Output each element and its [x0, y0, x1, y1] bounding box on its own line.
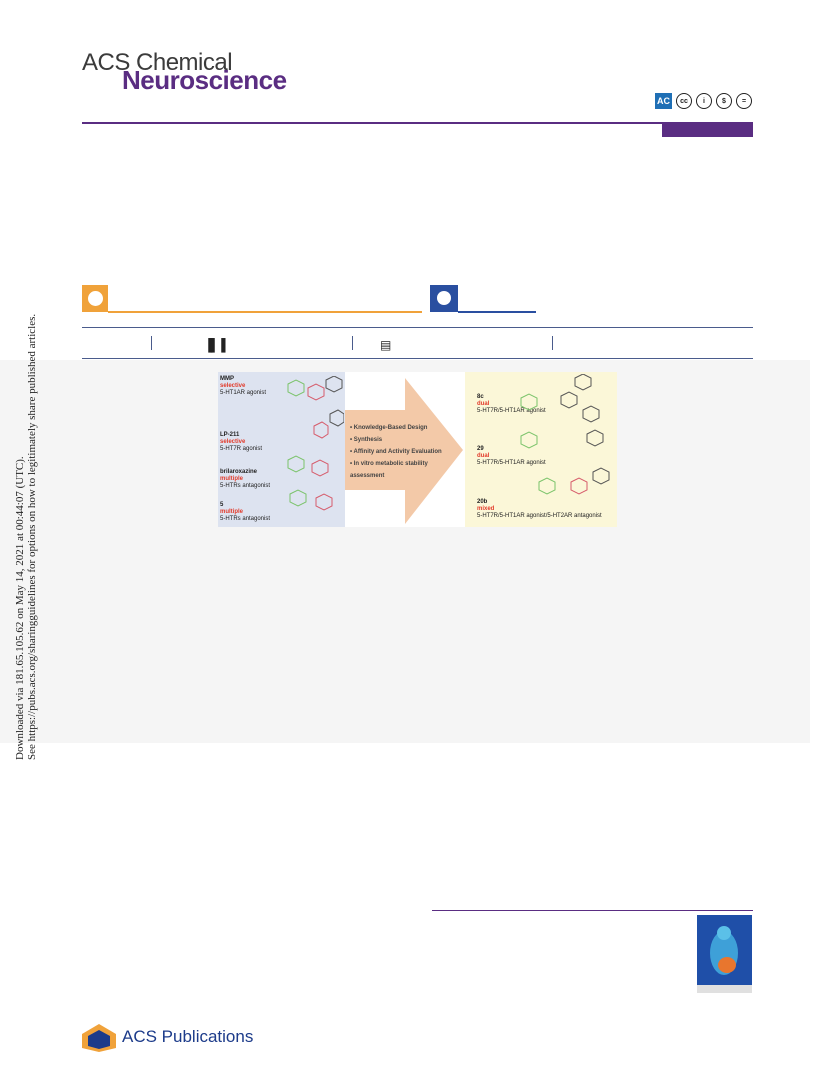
toc-compound: brilaroxazine multiple 5-HTRs antagonist	[220, 469, 271, 489]
journal-logo-line2: Neuroscience	[122, 65, 287, 95]
metrics-rule-top	[82, 327, 753, 328]
by-icon[interactable]: i	[696, 93, 712, 109]
toc-compound: 29 dual 5-HT7R/5-HT1AR agonist	[477, 446, 546, 466]
author-choice-icon[interactable]: AC	[655, 93, 672, 109]
bar-chart-icon[interactable]: ▐▌▐	[204, 338, 225, 352]
toc-compound: 5 multiple 5-HTRs antagonist	[220, 502, 271, 522]
article-type-tag	[662, 124, 753, 137]
process-steps: • Knowledge-Based Design • Synthesis • A…	[350, 425, 442, 479]
header-rule	[82, 122, 753, 124]
toc-compound: 20b mixed 5-HT7R/5-HT1AR agonist/5-HT2AR…	[477, 499, 602, 519]
download-note: Downloaded via 181.65.105.62 on May 14, …	[14, 313, 38, 760]
cover-image	[697, 915, 752, 993]
journal-cover-thumbnail[interactable]	[697, 915, 752, 993]
license-icons: AC cc i $ =	[655, 93, 752, 109]
cc-icon[interactable]: cc	[676, 93, 692, 109]
nc-icon[interactable]: $	[716, 93, 732, 109]
metrics-separator	[552, 336, 553, 350]
article-icon[interactable]: ▤	[380, 338, 392, 352]
toc-right-panel: 8c dual 5-HT7R/5-HT1AR agonist 29 dual 5…	[465, 372, 617, 527]
open-access-rule	[108, 311, 422, 313]
molecule-structures	[287, 376, 344, 511]
product-structures	[520, 374, 610, 495]
toc-compound: 8c dual 5-HT7R/5-HT1AR agonist	[477, 394, 546, 414]
check-icon	[88, 291, 103, 306]
acs-hexagon-logo	[82, 1024, 116, 1052]
toc-compound: MMP selective 5-HT1AR agonist	[220, 376, 267, 396]
toc-arrow-panel	[345, 372, 465, 527]
nd-icon[interactable]: =	[736, 93, 752, 109]
globe-rule	[458, 311, 536, 313]
footnote-rule	[432, 910, 753, 911]
globe-icon	[437, 291, 451, 305]
metrics-separator	[151, 336, 152, 350]
toc-graphic: MMP selective 5-HT1AR agonist LP-211 sel…	[218, 372, 617, 527]
metrics-rule-bottom	[82, 358, 753, 359]
journal-logo-line1: ACS Chemical	[82, 49, 233, 76]
toc-compound: LP-211 selective 5-HT7R agonist	[220, 432, 263, 452]
process-arrow	[345, 378, 463, 524]
acs-publications-logo[interactable]: ACS Publications	[122, 1027, 254, 1046]
metrics-separator	[352, 336, 353, 350]
toc-left-panel: MMP selective 5-HT1AR agonist LP-211 sel…	[218, 372, 345, 527]
